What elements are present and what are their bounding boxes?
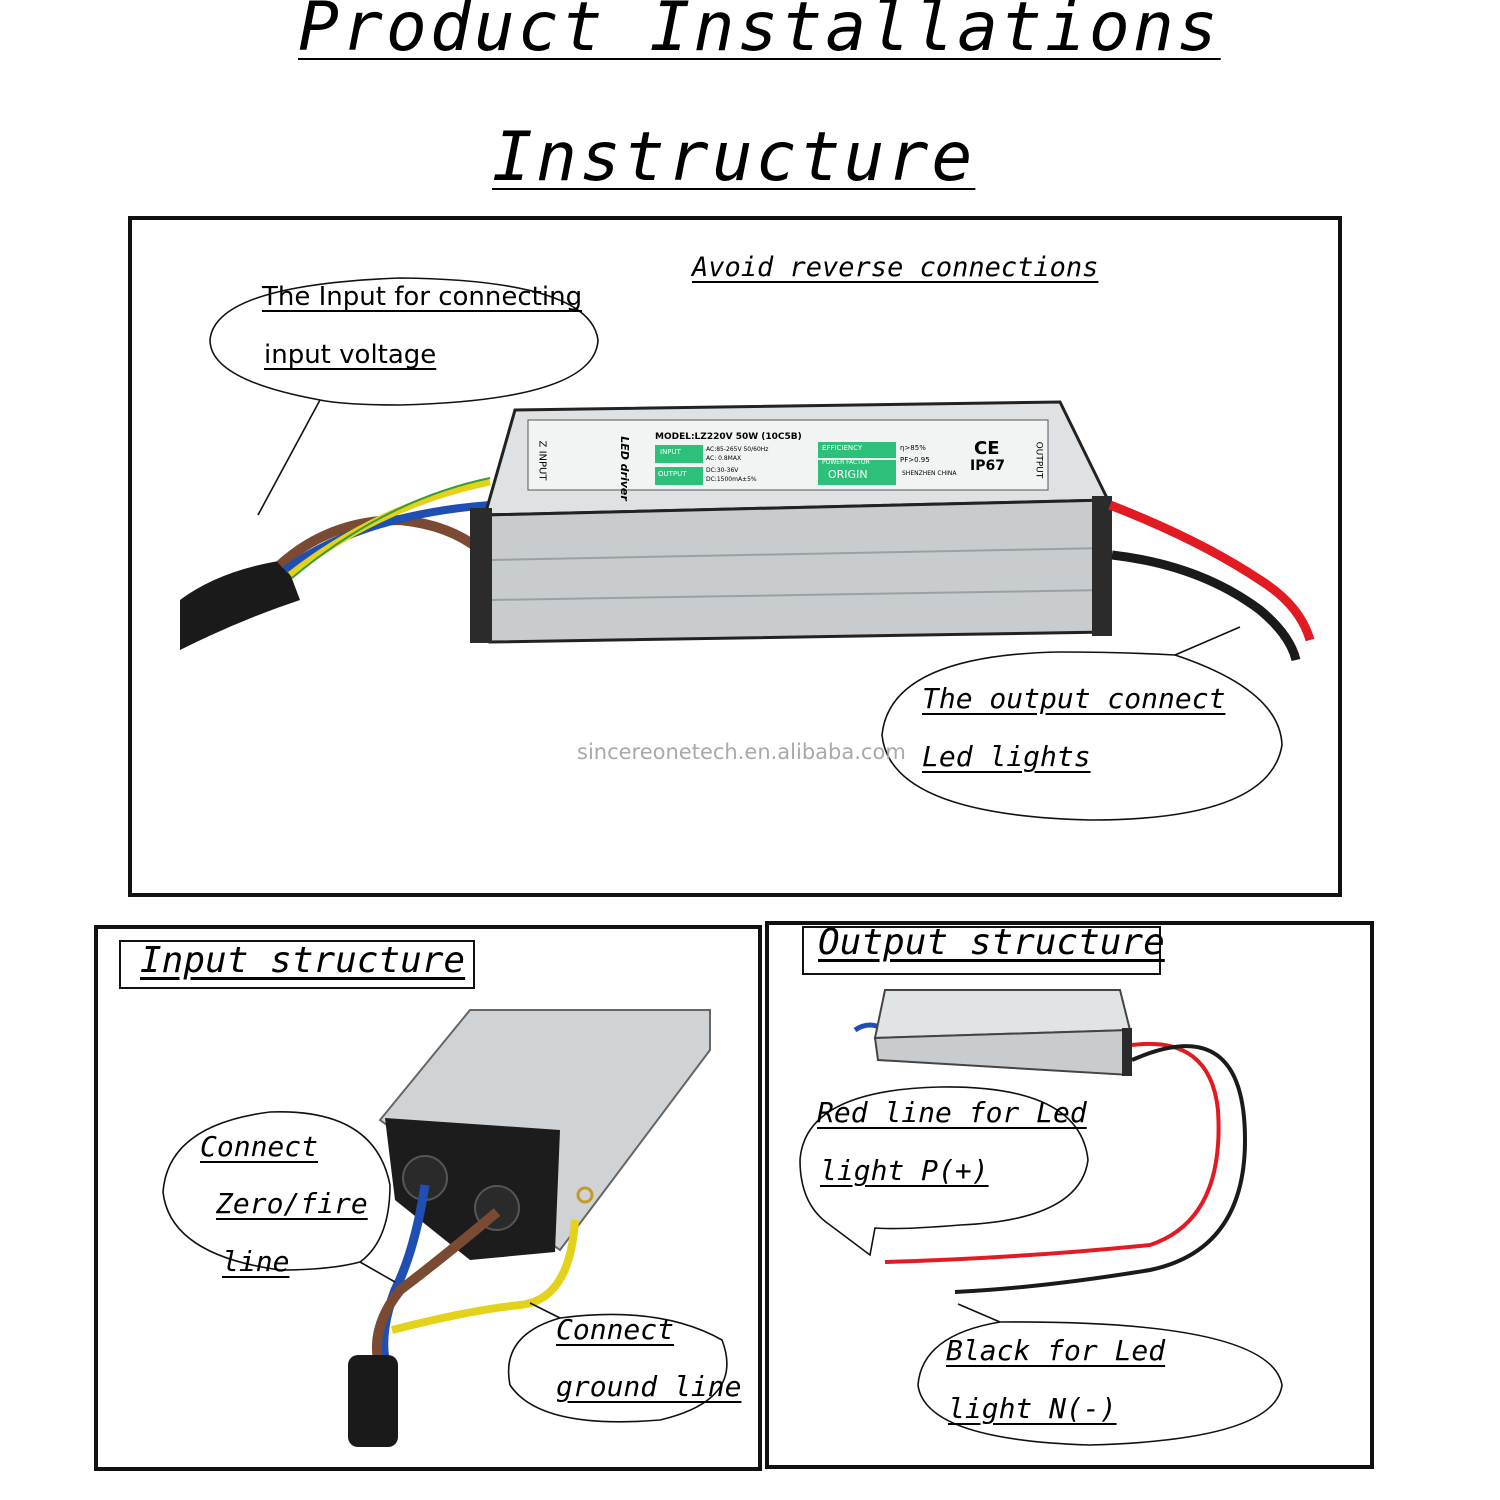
output-structure-title-box — [802, 926, 1161, 975]
input-cable-sheath-lower — [348, 1355, 398, 1447]
zero-callout-bubble — [162, 1111, 396, 1283]
label-efficiency-value: η>85% — [900, 444, 926, 452]
ground-callout-line-1: Connect — [556, 1313, 675, 1346]
label-ce-mark: CE — [974, 438, 1000, 459]
heading-line-1: Product Installations — [298, 0, 1221, 67]
ground-terminal — [576, 1186, 594, 1204]
housing-end-cap-left — [470, 508, 492, 643]
input-structure-title: Input structure — [140, 940, 466, 981]
output-housing-cap — [1122, 1028, 1132, 1076]
output-wire-black — [1111, 550, 1301, 662]
output-housing-front — [873, 1028, 1131, 1077]
label-origin-text: ORIGIN — [828, 468, 868, 481]
output-structure-title: Output structure — [818, 922, 1165, 963]
label-efficiency-tag — [818, 442, 896, 458]
label-input-tag-text: INPUT — [660, 448, 681, 456]
input-wire-green — [291, 477, 491, 579]
label-output-tag — [655, 467, 703, 485]
red-callout-bubble — [799, 1086, 1089, 1257]
label-origin-tag — [818, 465, 896, 485]
label-output-tag-text: OUTPUT — [658, 470, 687, 478]
input-wire-yellow — [287, 478, 491, 578]
label-input-tag — [655, 445, 703, 463]
top-driver-illustration — [180, 277, 1315, 821]
input-callout-bubble — [209, 277, 599, 516]
housing-end-cap-right — [1092, 496, 1112, 636]
output-red-wire — [884, 1041, 1221, 1264]
input-wire-brown-lower — [372, 1208, 501, 1361]
zero-callout-line-2: Zero/fire — [216, 1187, 368, 1220]
label-input-spec-2: AC: 0.8MAX — [706, 455, 742, 462]
input-end-cap — [385, 1118, 560, 1260]
input-cable-sheath — [180, 560, 300, 650]
label-input-spec-1: AC:85-265V 50/60Hz — [706, 446, 769, 453]
output-wire-red — [1108, 500, 1315, 642]
input-structure-title-box — [119, 940, 475, 989]
ground-callout-line-2: ground line — [556, 1370, 742, 1403]
label-efficiency-text: EFFICIENCY — [822, 444, 863, 452]
watermark: sincereonetech.en.alibaba.com — [577, 740, 906, 764]
output-callout-line-2: Led lights — [922, 740, 1091, 773]
driver-label-plate — [527, 419, 1049, 491]
label-output-spec-2: DC:1500mA±5% — [706, 476, 757, 483]
avoid-reverse-note: Avoid reverse connections — [692, 252, 1099, 283]
output-callout-line-1: The output connect — [922, 682, 1226, 715]
input-wire-blue — [282, 501, 491, 574]
zero-callout-line-1: Connect — [200, 1130, 319, 1163]
black-callout-line-1: Black for Led — [946, 1334, 1166, 1367]
label-factor-value: PF>0.95 — [900, 456, 930, 464]
input-callout-line-1: The Input for connecting — [262, 282, 583, 312]
input-wire-yellow-lower — [391, 1219, 579, 1334]
red-callout-line-1: Red line for Led — [817, 1096, 1087, 1129]
output-black-wire — [954, 1044, 1248, 1294]
heading-line-2: Instructure — [492, 118, 976, 197]
label-output-spec-1: DC:30-36V — [706, 467, 739, 474]
label-ip-rating: IP67 — [970, 458, 1005, 474]
zero-callout-line-3: line — [222, 1245, 290, 1278]
black-callout-bubble — [917, 1303, 1283, 1446]
ground-callout-bubble — [507, 1302, 728, 1423]
label-origin-value: SHENZHEN CHINA — [902, 470, 957, 477]
black-callout-line-2: light N(-) — [948, 1392, 1117, 1425]
input-callout-line-2: input voltage — [264, 340, 437, 370]
output-callout-bubble — [881, 626, 1283, 821]
red-callout-line-2: light P(+) — [820, 1154, 989, 1187]
label-factor-text: POWER FACTOR — [822, 459, 870, 466]
label-model: MODEL:LZ220V 50W (10C5B) — [655, 432, 802, 442]
